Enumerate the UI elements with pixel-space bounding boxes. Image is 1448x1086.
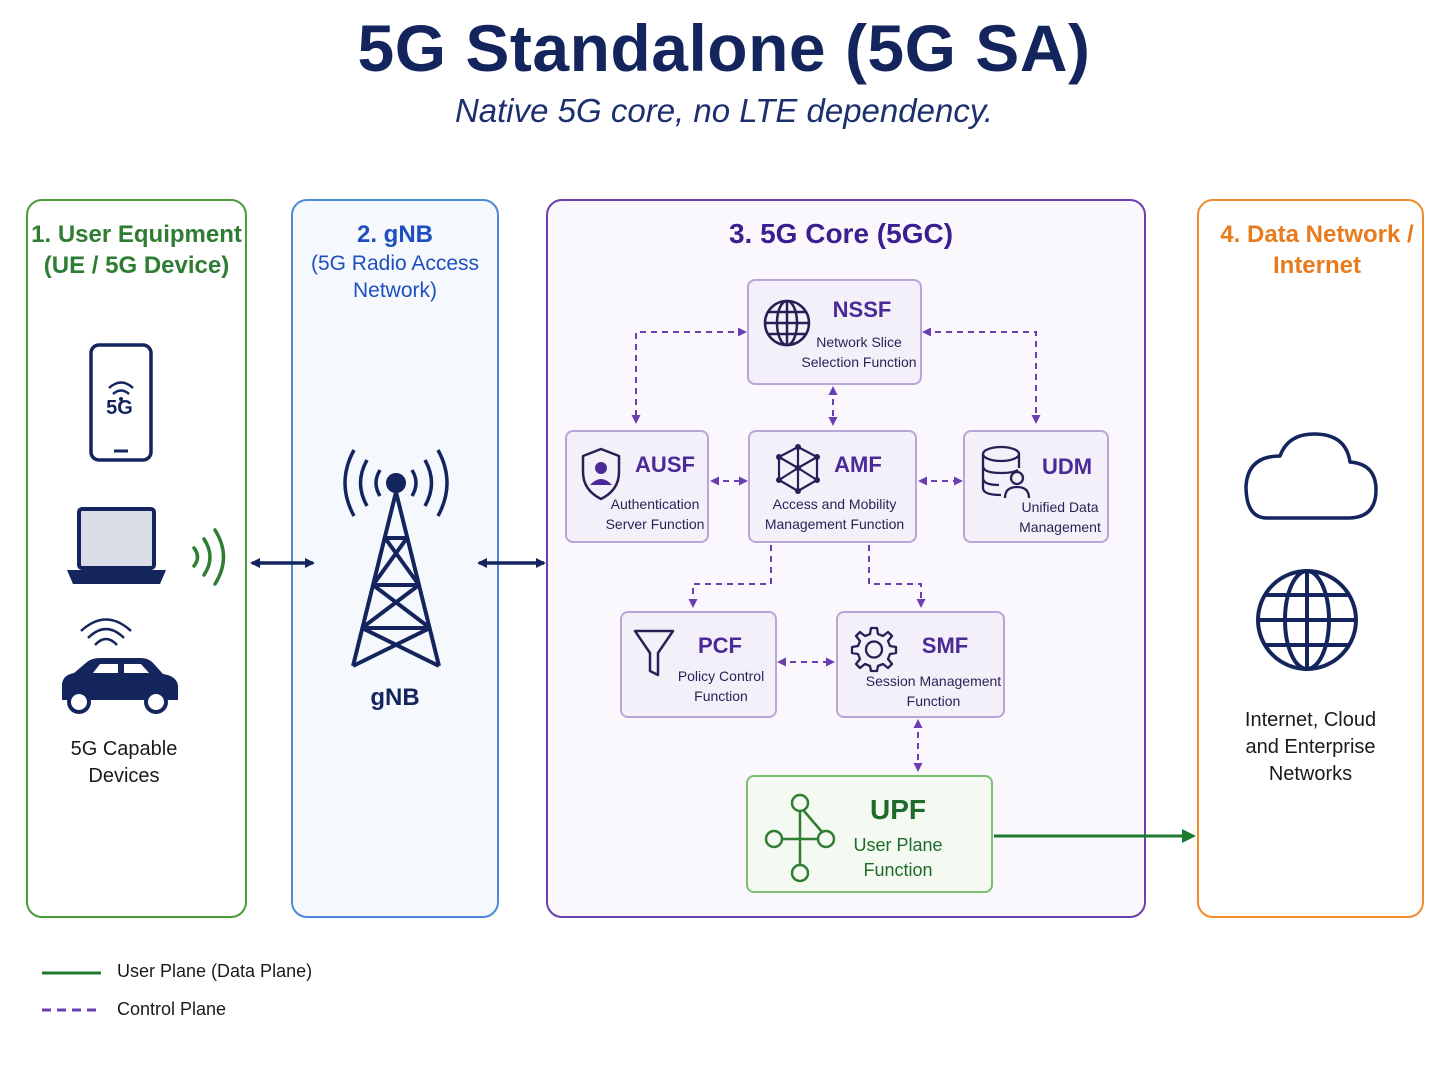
amf-smf-connector [868,545,926,608]
globe-icon [763,299,811,347]
smartphone-icon [89,343,153,462]
upf-desc-line2: Function [863,860,933,880]
gnb-caption: gNB [370,684,420,711]
nssf-desc-line2: Selection Function [801,354,917,370]
dn-caption-line1: Internet, Cloud [1244,709,1377,731]
nssf-box[interactable]: NSSF Network Slice Selection Function [747,279,922,385]
amf-desc-line1: Access and Mobility [772,496,897,512]
ausf-box[interactable]: AUSF Authentication Server Function [565,430,709,543]
amf-name: AMF [834,452,882,477]
gnb-title-line1: 2. gNB [356,221,433,248]
upf-desc: User Plane Function [836,833,960,883]
legend-control-plane-label: Control Plane [117,999,227,1019]
car-icon [62,618,178,714]
laptop-icon [67,507,166,584]
legend-user-plane-label: User Plane (Data Plane) [117,961,313,981]
page-title: 5G Standalone (5G SA) [357,11,1091,85]
ausf-desc-line1: Authentication [610,496,700,512]
ue-title-line2: (UE / 5G Device) [43,252,230,279]
nssf-desc-line1: Network Slice [816,334,902,350]
ausf-desc: Authentication Server Function [599,494,711,534]
smf-desc: Session Management Function [860,671,1007,711]
phone-5g-badge: 5G [106,397,133,419]
udm-name: UDM [1041,454,1093,479]
shield-user-icon [581,447,621,501]
internet-globe-icon [1256,569,1358,671]
dn-caption-line3: Networks [1268,763,1353,785]
udm-desc-line1: Unified Data [1021,499,1099,515]
nssf-ausf-connector [631,327,747,424]
upf-box[interactable]: UPF User Plane Function [746,775,993,893]
upf-desc-line1: User Plane [853,835,943,855]
funnel-icon [633,629,675,677]
ue-caption: 5G Capable Devices [26,736,222,790]
gnb-title-line3: Network) [352,279,437,302]
dn-caption-line2: and Enterprise [1245,736,1376,758]
smf-name: SMF [921,633,969,658]
amf-box[interactable]: AMF Access and Mobility Management Funct… [748,430,917,543]
dn-panel [1197,199,1424,918]
nssf-name: NSSF [832,297,892,322]
cell-tower-icon [343,449,449,668]
ue-title-line1: 1. User Equipment [31,221,242,248]
gear-icon [850,626,898,673]
page-subtitle: Native 5G core, no LTE dependency. [454,92,994,129]
nssf-udm-connector [922,327,1041,424]
gnb-panel-title: 2. gNB (5G Radio Access Network) [291,219,499,304]
amf-desc-line2: Management Function [764,516,905,532]
gnb-title-line2: (5G Radio Access [310,252,480,275]
upf-name: UPF [870,794,926,825]
udm-desc: Unified Data Management [1009,497,1111,537]
pcf-name: PCF [698,633,742,658]
ausf-name: AUSF [635,452,695,477]
database-user-icon [981,445,1031,499]
wireless-signal-icon [192,528,226,586]
ausf-desc-line2: Server Function [605,516,705,532]
cloud-icon [1244,432,1378,520]
pcf-desc-line2: Function [694,688,748,704]
ue-caption-line2: Devices [88,765,160,787]
pcf-desc: Policy Control Function [662,666,780,706]
pcf-desc-line1: Policy Control [677,668,765,684]
amf-pcf-connector [688,545,772,608]
dn-title-line1: 4. Data Network / [1220,221,1414,248]
pcf-box[interactable]: PCF Policy Control Function [620,611,777,718]
nodes-icon [764,793,836,883]
core-panel-title: 3. 5G Core (5GC) [728,218,954,249]
cube-network-icon [776,444,820,494]
ue-caption-line1: 5G Capable [70,738,178,760]
dn-title-line2: Internet [1272,252,1361,279]
udm-desc-line2: Management [1019,519,1101,535]
dn-panel-title: 4. Data Network / Internet [1197,219,1437,281]
amf-desc: Access and Mobility Management Function [754,494,915,534]
ue-panel-title: 1. User Equipment (UE / 5G Device) [26,219,247,281]
dn-caption: Internet, Cloud and Enterprise Networks [1197,707,1424,788]
smf-desc-line2: Function [906,693,961,709]
nssf-desc: Network Slice Selection Function [797,332,921,372]
smf-desc-line1: Session Management [865,673,1002,689]
smf-box[interactable]: SMF Session Management Function [836,611,1005,718]
udm-box[interactable]: UDM Unified Data Management [963,430,1109,543]
